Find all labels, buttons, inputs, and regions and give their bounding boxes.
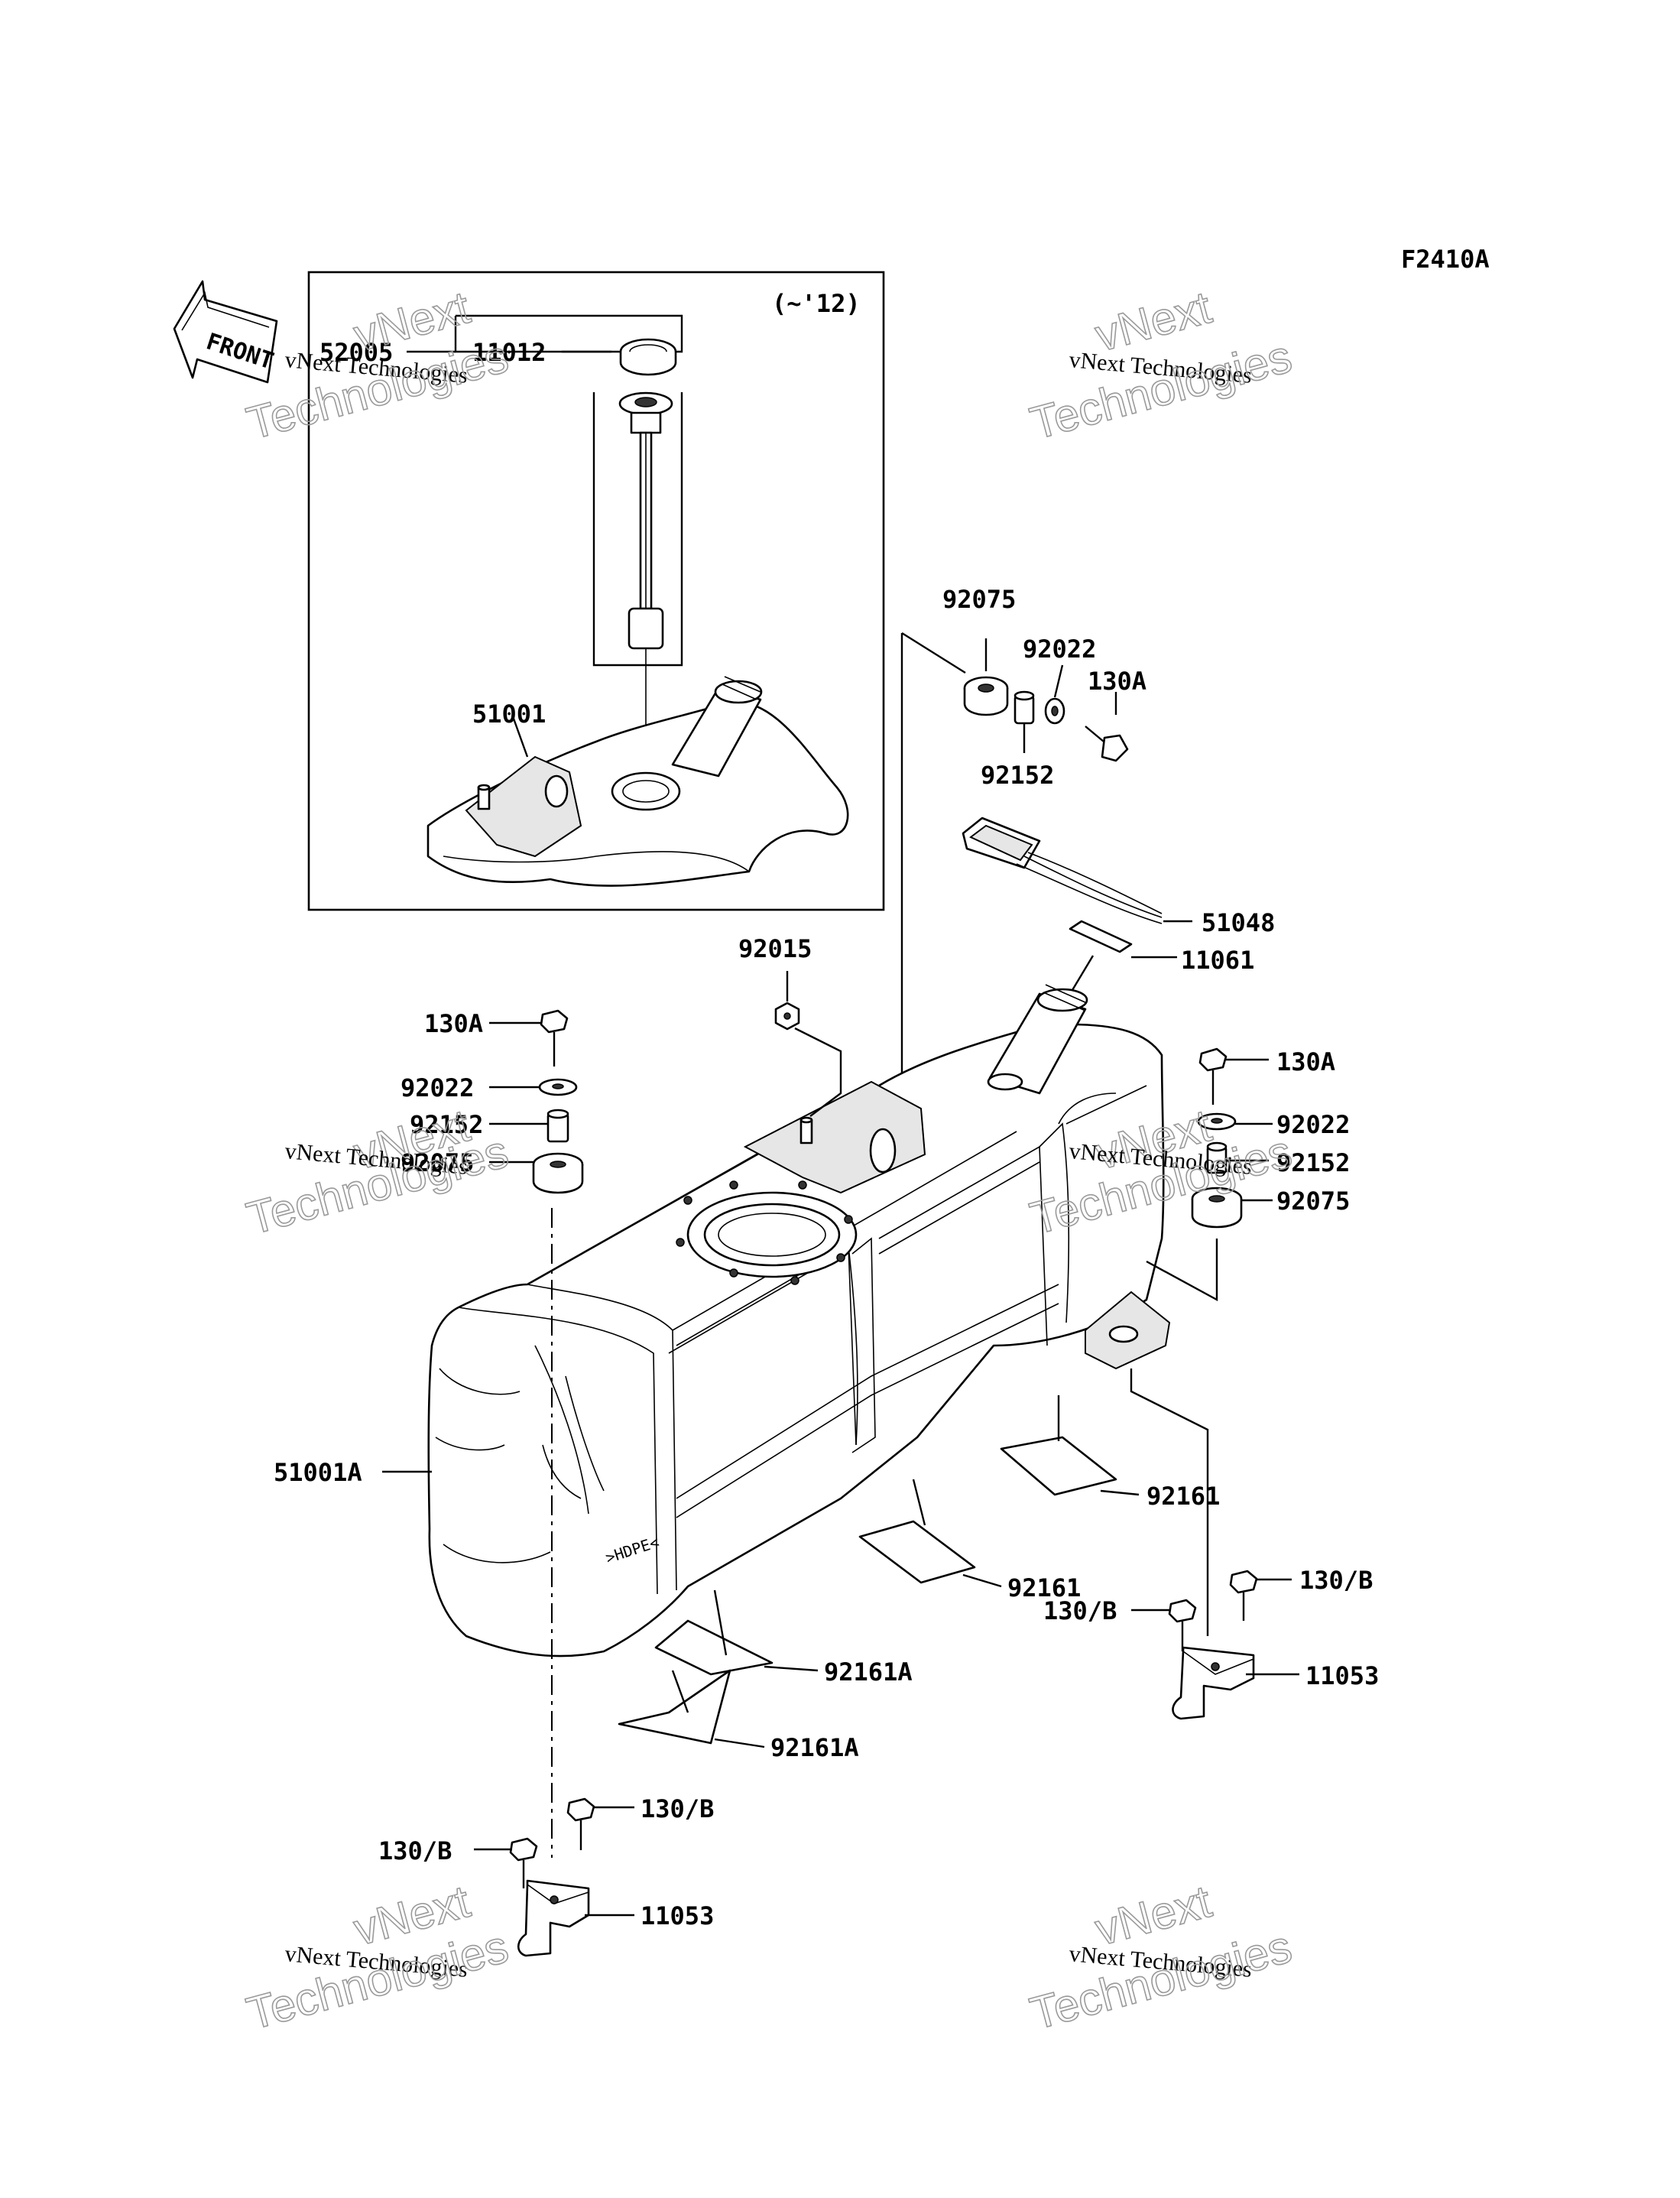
label-51048: 51048 [1202,908,1275,937]
part-130B-bolt-r2 [1168,1599,1197,1651]
diagram-code: F2410A [1401,245,1490,274]
part-92152-collar-left [546,1109,569,1143]
label-92022-left: 92022 [401,1073,474,1102]
svg-text:vNext: vNext [1090,281,1217,361]
part-130B-bolt-l1 [566,1797,595,1850]
part-92152-collar-right [1206,1141,1228,1174]
part-92161-pad-b [858,1479,976,1584]
part-92075-grommet-left [532,1152,584,1194]
watermark-top-left: vNext vNext Technologies Technologies [241,281,514,450]
part-130A-bolt-left [540,1009,569,1067]
right-bracket-leader [1130,1368,1209,1636]
label-92022-right: 92022 [1276,1110,1350,1139]
label-92075-top: 92075 [942,585,1016,614]
part-11012-ring [619,338,677,376]
part-51048-heat-guard [962,817,1163,924]
part-92022-washer-top [1044,697,1065,725]
svg-text:Technologies: Technologies [1025,330,1297,449]
part-92075-grommet-top [963,676,1009,716]
label-92152-top: 92152 [981,761,1054,790]
part-92075-grommet-right [1191,1187,1243,1229]
part-92161A-pad-a [654,1589,774,1676]
front-arrow-icon: FRONT [173,280,278,384]
label-11061: 11061 [1181,946,1254,975]
label-130B-l1: 130/B [641,1794,714,1823]
part-51001A-fuel-tank: >HDPE< [427,984,1171,1657]
part-fuel-level-sender [618,391,673,772]
part-11053-bracket-right [1172,1646,1255,1720]
part-130B-bolt-l2 [509,1837,538,1888]
part-130A-bolt-right [1198,1047,1228,1105]
label-92161-b: 92161 [1007,1573,1081,1602]
label-92161A-b: 92161A [770,1733,859,1762]
part-92161A-pad-b [618,1669,731,1745]
label-92022-top: 92022 [1023,635,1096,664]
part-130B-bolt-r1 [1229,1570,1258,1621]
label-92161A-a: 92161A [824,1657,913,1687]
watermark-bottom-left: vNext vNext Technologies Technologies [241,1875,514,2040]
label-11012: 11012 [472,338,546,367]
label-92075-right: 92075 [1276,1187,1350,1216]
label-130A-top: 130A [1088,667,1146,696]
watermark-bottom-right: vNext vNext Technologies Technologies [1024,1875,1297,2040]
part-92022-washer-left [538,1078,578,1096]
part-92161-pad-a [1000,1395,1117,1496]
label-130A-right: 130A [1276,1047,1335,1076]
label-52005: 52005 [319,338,393,367]
part-130A-bolt-top [1085,726,1129,762]
label-130B-r1: 130/B [1299,1566,1373,1595]
label-130B-r2: 130/B [1043,1596,1117,1625]
label-92152-left: 92152 [410,1110,483,1139]
part-11053-bracket-left [517,1879,590,1957]
label-92075-left: 92075 [401,1148,474,1177]
label-92152-right: 92152 [1276,1148,1350,1177]
label-51001A: 51001A [274,1458,362,1487]
label-11053-right: 11053 [1305,1661,1379,1690]
part-92015-nut [774,1002,800,1031]
part-11061-gasket [1069,920,1133,953]
label-92015: 92015 [738,934,812,963]
label-51001: 51001 [472,700,546,729]
part-92022-washer-right [1197,1112,1237,1131]
part-92152-collar-top [1014,690,1035,725]
label-130B-l2: 130/B [378,1836,452,1865]
inset-box [307,271,885,911]
label-130A-left: 130A [424,1009,483,1038]
watermark-top-right: vNext vNext Technologies Technologies [1024,281,1297,450]
label-11053-left: 11053 [641,1901,714,1930]
inset-note: (~'12) [772,289,861,318]
part-51001-tank-top-inset [426,676,849,887]
label-92161-a: 92161 [1146,1482,1220,1511]
